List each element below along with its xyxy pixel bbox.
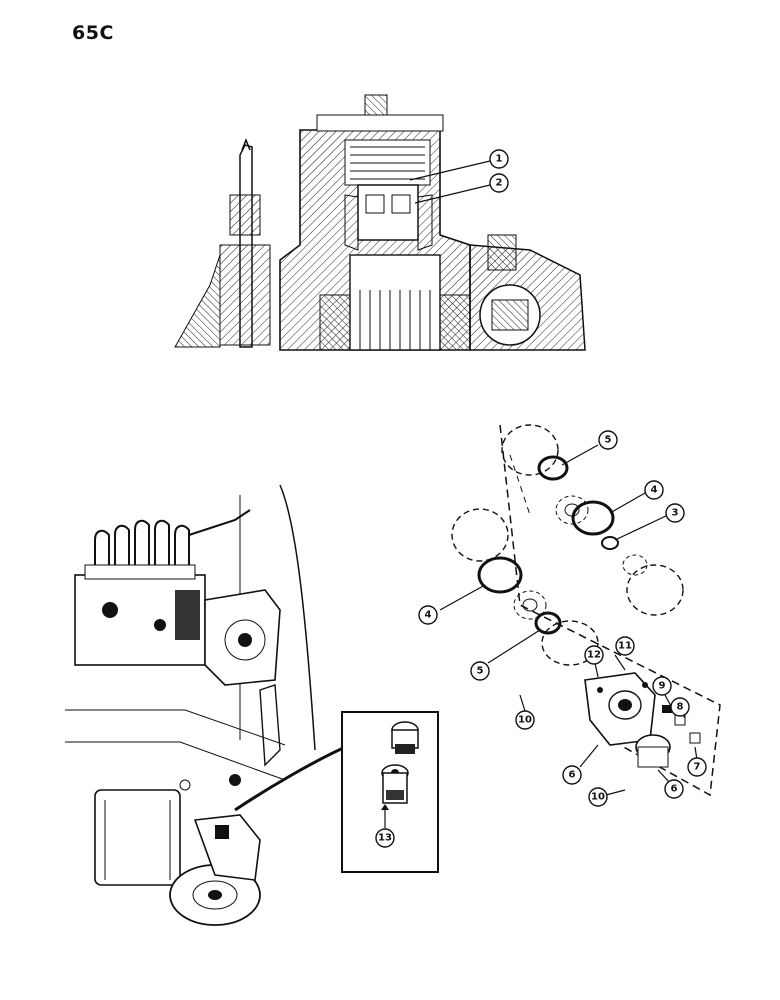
callout-4-right: 4 xyxy=(644,480,664,500)
callout-4-left: 4 xyxy=(418,605,438,625)
callout-13-label: 13 xyxy=(378,833,392,844)
engine-installation-figure xyxy=(65,484,351,926)
callout-9: 9 xyxy=(652,676,672,696)
seal-ring xyxy=(601,536,619,550)
top-cross-section-figure: 1 2 xyxy=(174,94,586,351)
callout-11-label: 11 xyxy=(618,641,632,652)
callout-13: 13 xyxy=(375,828,395,848)
o-ring-small-top xyxy=(537,455,569,481)
callout-8-label: 8 xyxy=(677,702,684,713)
callout-9-label: 9 xyxy=(659,681,666,692)
page-code: 65C xyxy=(72,22,114,44)
callout-4-right-label: 4 xyxy=(651,485,658,496)
pump-exploded-figure: 5 4 3 4 5 11 12 9 8 10 6 7 xyxy=(418,424,721,807)
plug xyxy=(487,234,517,271)
callout-6-right: 6 xyxy=(664,779,684,799)
o-ring-small-left xyxy=(534,611,562,635)
callout-1: 1 xyxy=(489,149,509,169)
callout-5-left-label: 5 xyxy=(477,666,484,677)
callout-8: 8 xyxy=(670,697,690,717)
callout-11: 11 xyxy=(615,636,635,656)
o-ring-large-top xyxy=(571,500,615,536)
callout-7: 7 xyxy=(687,757,707,777)
callout-12-label: 12 xyxy=(587,650,601,661)
callout-2-label: 2 xyxy=(496,178,503,189)
callout-10-upper: 10 xyxy=(515,710,535,730)
callout-5-top-label: 5 xyxy=(605,435,612,446)
callout-5-left: 5 xyxy=(470,661,490,681)
callout-4-left-label: 4 xyxy=(425,610,432,621)
callout-12: 12 xyxy=(584,645,604,665)
reservoir xyxy=(94,789,181,886)
o-ring-large-left xyxy=(477,556,523,594)
callout-7-label: 7 xyxy=(694,762,701,773)
callout-10-lower: 10 xyxy=(588,787,608,807)
splined-shaft xyxy=(349,254,441,351)
callout-1-label: 1 xyxy=(496,154,503,165)
callout-10-lower-label: 10 xyxy=(591,792,605,803)
callout-5-top: 5 xyxy=(598,430,618,450)
callout-2: 2 xyxy=(489,173,509,193)
callout-10-upper-label: 10 xyxy=(518,715,532,726)
callout-6-right-label: 6 xyxy=(671,784,678,795)
callout-6-left-label: 6 xyxy=(569,770,576,781)
callout-3: 3 xyxy=(665,503,685,523)
callout-6-left: 6 xyxy=(562,765,582,785)
detail-inset-13: 13 xyxy=(341,711,439,873)
callout-3-label: 3 xyxy=(672,508,679,519)
injector-rod xyxy=(239,144,253,348)
